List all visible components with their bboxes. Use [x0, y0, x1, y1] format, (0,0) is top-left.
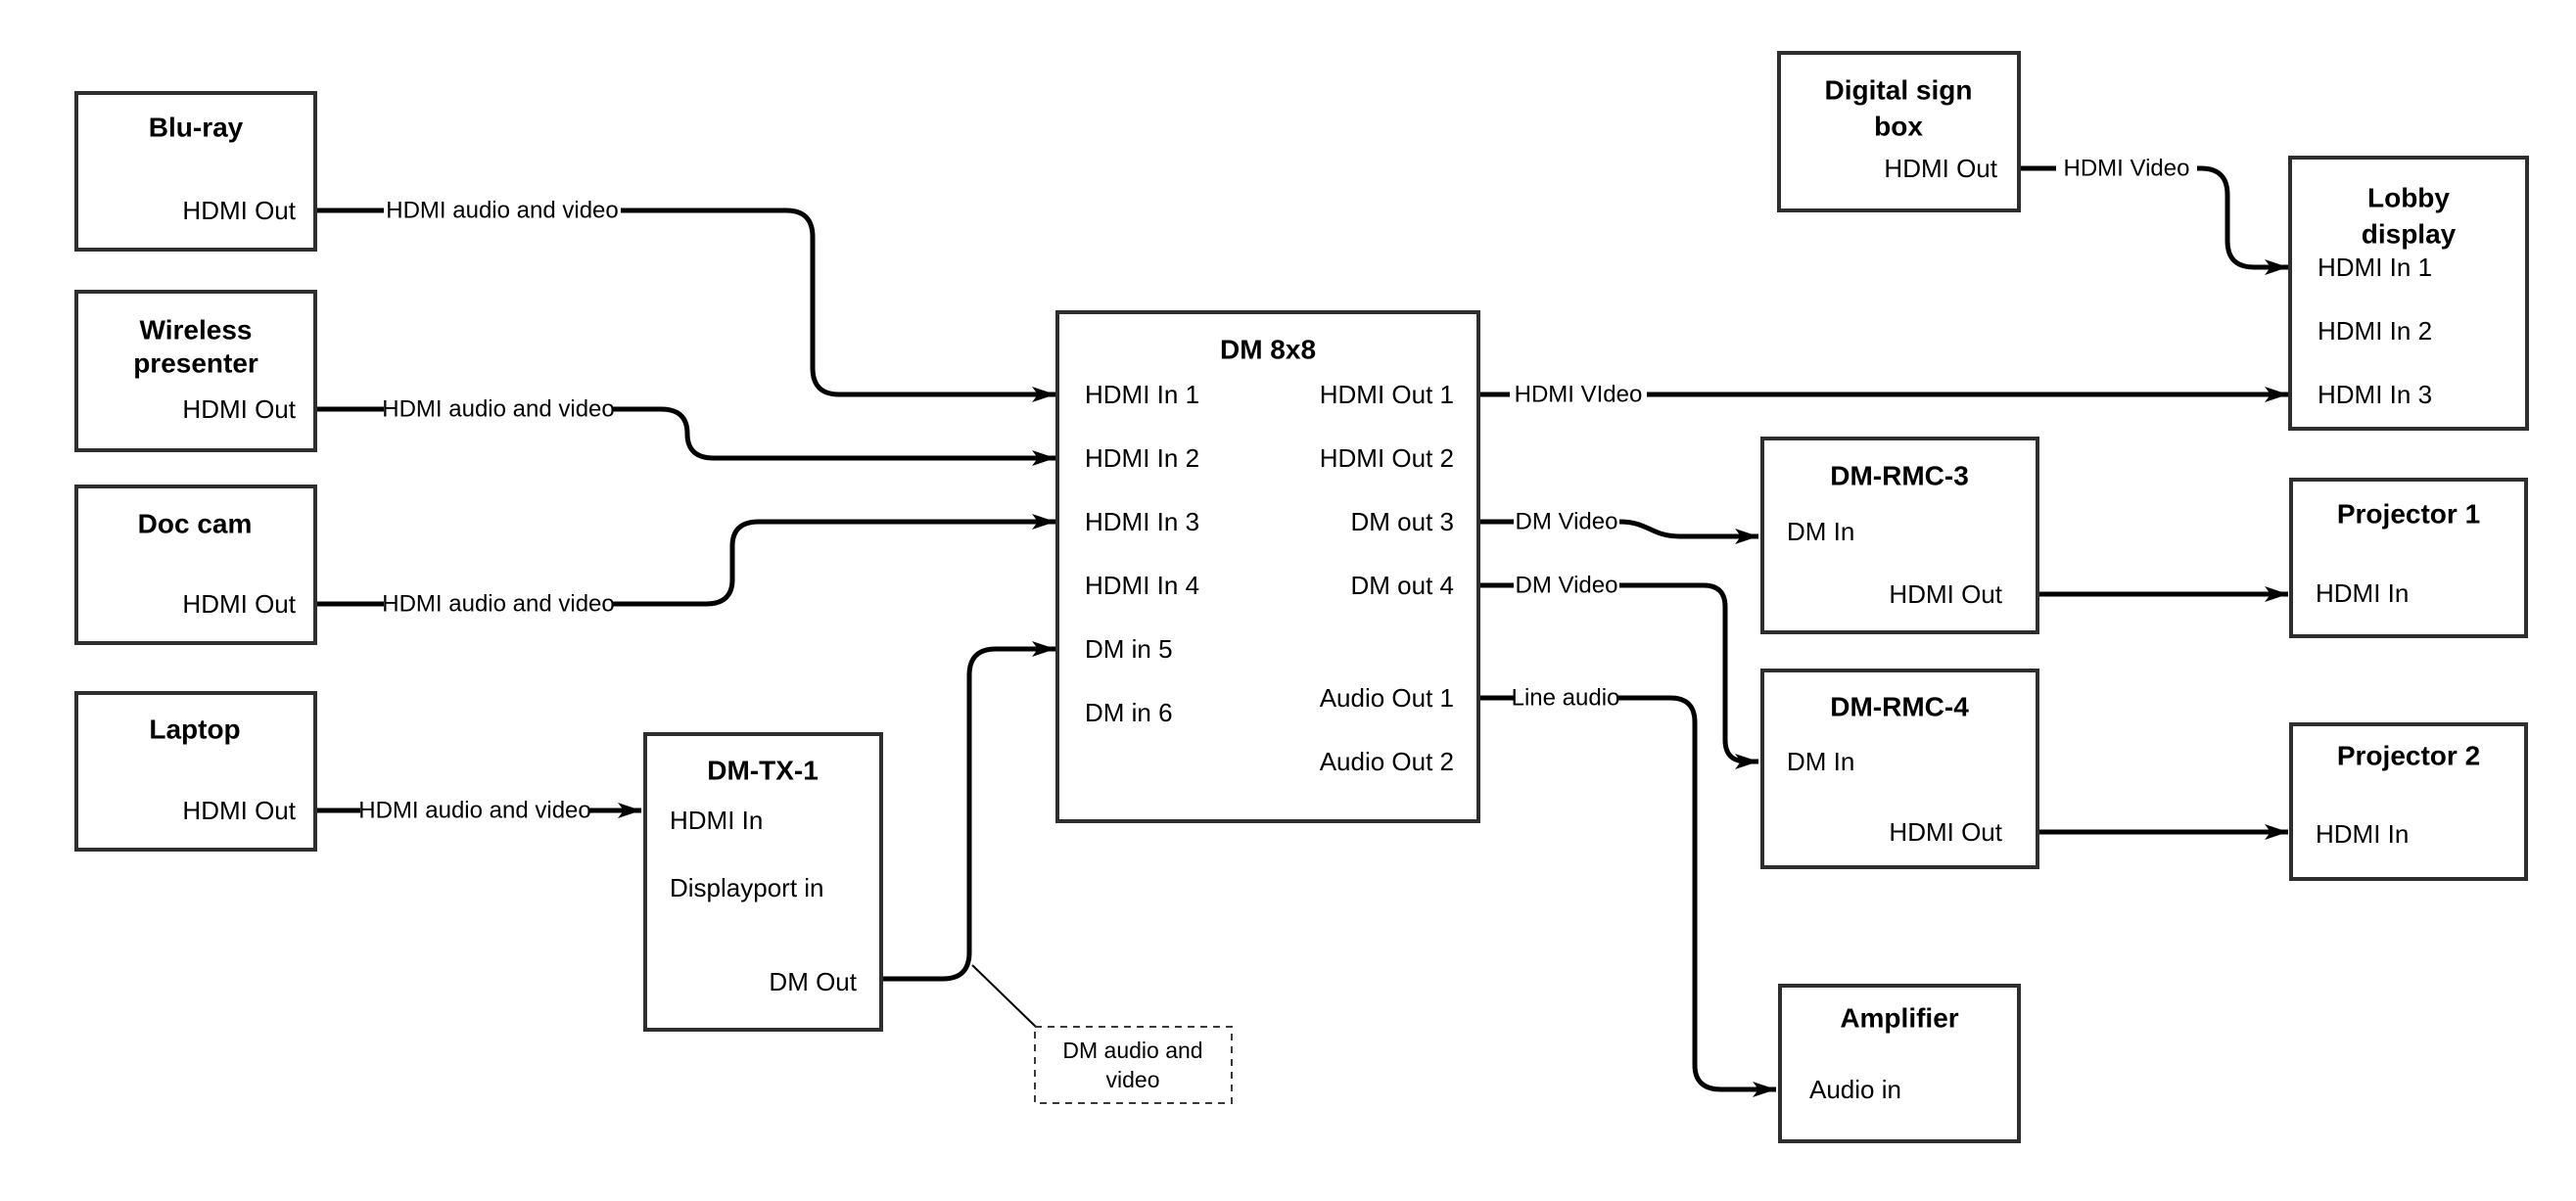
edge-label-bluray-dm8x8: HDMI audio and video	[386, 198, 618, 224]
amplifier-box	[1778, 984, 2021, 1143]
dm8x8-title: DM 8x8	[1220, 335, 1316, 365]
dmrmc4-title: DM-RMC-4	[1830, 692, 1969, 722]
lobby-port-hdmi-in-3: HDMI In 3	[2318, 380, 2432, 409]
dmrmc4-box	[1760, 669, 2039, 869]
dmrmc3-title: DM-RMC-3	[1830, 461, 1969, 491]
proj2-title: Projector 2	[2337, 741, 2480, 771]
laptop-box	[74, 691, 317, 852]
note-dm-audio-and-video: DM audio and video	[1034, 1026, 1233, 1104]
note-text-line2: video	[1106, 1067, 1160, 1092]
lobby-port-hdmi-in-2: HDMI In 2	[2318, 316, 2432, 346]
connector-bluray-dm8x8	[621, 208, 1055, 402]
wireless-box	[74, 290, 317, 452]
node-projector-2: Projector 2 HDMI In	[2289, 722, 2528, 881]
note-callout-line	[971, 964, 1039, 1030]
connector-wireless-dm8x8	[613, 406, 1055, 466]
dm8x8-port-hdmi-in-4: HDMI In 4	[1085, 571, 1199, 600]
dmtx1-title: DM-TX-1	[707, 756, 819, 786]
lobby-box	[2288, 156, 2529, 431]
edge-label-digital-lobby: HDMI Video	[2064, 156, 2190, 182]
node-dm-rmc-4: DM-RMC-4 DM In HDMI Out	[1760, 669, 2039, 869]
node-doc-cam: Doc cam HDMI Out	[74, 485, 317, 645]
dmrmc3-box	[1760, 437, 2039, 634]
dmtx1-box	[643, 732, 883, 1032]
dmtx1-port-dm-out: DM Out	[769, 967, 857, 996]
edge-label-laptop-dmtx1: HDMI audio and video	[358, 798, 590, 824]
proj2-box	[2289, 722, 2528, 881]
proj2-port-hdmi-in: HDMI In	[2316, 819, 2409, 849]
note-box	[1034, 1026, 1233, 1104]
dmtx1-port-hdmi-in: HDMI In	[670, 806, 763, 835]
dm8x8-port-dm-out-4: DM out 4	[1351, 571, 1455, 600]
dm8x8-port-audio-out-2: Audio Out 2	[1320, 747, 1454, 776]
connector-dm8x8-dmrmc4	[1619, 582, 1758, 769]
node-wireless-presenter: Wireless presenter HDMI Out	[74, 290, 317, 452]
digital-sign-port-hdmi-out: HDMI Out	[1884, 154, 1997, 183]
dm8x8-port-hdmi-out-1: HDMI Out 1	[1320, 380, 1454, 409]
dm8x8-port-hdmi-in-2: HDMI In 2	[1085, 443, 1199, 473]
edge-label-dm8x8-amplifier: Line audio	[1512, 685, 1620, 712]
dmrmc3-port-dm-in: DM In	[1787, 517, 1854, 546]
dmrmc3-port-hdmi-out: HDMI Out	[1889, 579, 2002, 609]
edge-label-wireless-dm8x8: HDMI audio and video	[382, 396, 614, 423]
dm8x8-box	[1055, 310, 1480, 823]
amplifier-title: Amplifier	[1840, 1003, 1958, 1034]
connector-dm8x8-dmrmc3	[1618, 519, 1758, 544]
dm8x8-port-dm-in-6: DM in 6	[1085, 698, 1173, 727]
wireless-title-line2: presenter	[133, 348, 258, 379]
proj1-box	[2289, 478, 2528, 638]
node-dm-rmc-3: DM-RMC-3 DM In HDMI Out	[1760, 437, 2039, 634]
lobby-title-line2: display	[2362, 219, 2457, 250]
dmtx1-port-displayport-in: Displayport in	[670, 873, 824, 902]
edge-labels: HDMI audio and video HDMI audio and vide…	[358, 156, 2189, 824]
node-dm-8x8: DM 8x8 HDMI In 1 HDMI In 2 HDMI In 3 HDM…	[1055, 310, 1480, 823]
proj1-port-hdmi-in: HDMI In	[2316, 578, 2409, 608]
proj1-title: Projector 1	[2337, 499, 2480, 530]
digital-sign-box	[1777, 51, 2021, 212]
dm8x8-port-hdmi-out-2: HDMI Out 2	[1320, 443, 1454, 473]
doccam-title: Doc cam	[138, 509, 253, 539]
dm8x8-port-dm-in-5: DM in 5	[1085, 634, 1173, 664]
bluray-title: Blu-ray	[149, 113, 244, 143]
doccam-box	[74, 485, 317, 645]
lobby-title-line1: Lobby	[2367, 183, 2450, 213]
dm8x8-port-audio-out-1: Audio Out 1	[1320, 683, 1454, 713]
bluray-port-hdmi-out: HDMI Out	[182, 196, 296, 225]
dm8x8-port-hdmi-in-3: HDMI In 3	[1085, 507, 1199, 536]
node-amplifier: Amplifier Audio in	[1778, 984, 2021, 1143]
dmrmc4-port-hdmi-out: HDMI Out	[1889, 817, 2002, 847]
digital-sign-title-line1: Digital sign	[1825, 75, 1973, 106]
digital-sign-title-line2: box	[1874, 112, 1923, 142]
connector-dm8x8-amplifier	[1617, 695, 1776, 1097]
node-dm-tx-1: DM-TX-1 HDMI In Displayport in DM Out	[643, 732, 883, 1032]
dm8x8-port-dm-out-3: DM out 3	[1351, 507, 1455, 536]
edge-label-dm8x8-lobby: HDMI VIdeo	[1515, 382, 1643, 408]
amplifier-port-audio-in: Audio in	[1809, 1075, 1901, 1104]
node-lobby-display: Lobby display HDMI In 1 HDMI In 2 HDMI I…	[2288, 156, 2529, 431]
laptop-port-hdmi-out: HDMI Out	[182, 796, 296, 825]
connector-dmtx1-dm8x8	[881, 641, 1055, 982]
node-bluray: Blu-ray HDMI Out	[74, 91, 317, 252]
edge-label-doccam-dm8x8: HDMI audio and video	[382, 591, 614, 618]
connector-digital-lobby	[2197, 165, 2288, 275]
node-laptop: Laptop HDMI Out	[74, 691, 317, 852]
node-projector-1: Projector 1 HDMI In	[2289, 478, 2528, 638]
doccam-port-hdmi-out: HDMI Out	[182, 589, 296, 619]
connector-doccam-dm8x8	[613, 514, 1055, 607]
wireless-port-hdmi-out: HDMI Out	[182, 394, 296, 424]
node-digital-sign-box: Digital sign box HDMI Out	[1777, 51, 2021, 212]
edge-label-dm8x8-dmrmc3: DM Video	[1516, 509, 1618, 535]
dm8x8-port-hdmi-in-1: HDMI In 1	[1085, 380, 1199, 409]
edge-label-dm8x8-dmrmc4: DM Video	[1516, 573, 1618, 599]
dmrmc4-port-dm-in: DM In	[1787, 747, 1854, 776]
connectors	[315, 165, 2288, 1097]
bluray-box	[74, 91, 317, 252]
note-text-line1: DM audio and	[1062, 1038, 1202, 1063]
laptop-title: Laptop	[149, 715, 240, 745]
lobby-port-hdmi-in-1: HDMI In 1	[2318, 253, 2432, 282]
wireless-title-line1: Wireless	[140, 315, 253, 346]
